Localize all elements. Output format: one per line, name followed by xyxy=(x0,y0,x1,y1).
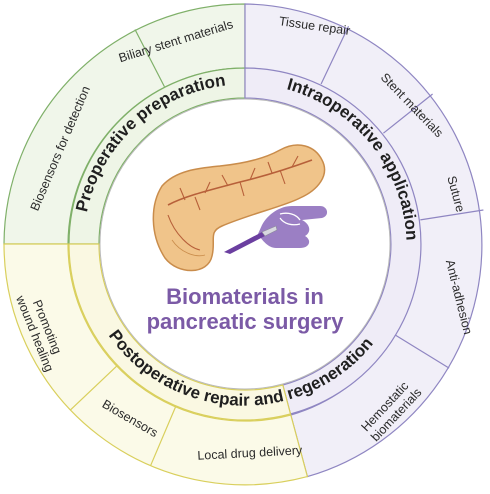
pancreas-icon xyxy=(152,144,326,272)
gloved-hand-icon xyxy=(258,206,328,248)
outer-dividers xyxy=(69,26,484,467)
divider xyxy=(320,26,350,85)
inner-ring-postoperative xyxy=(68,243,292,421)
divider xyxy=(394,334,450,369)
divider xyxy=(383,93,433,134)
divider xyxy=(69,365,118,411)
center-title: Biomaterials in pancreatic surgery xyxy=(147,284,345,334)
center-title-line-2: pancreatic surgery xyxy=(147,309,345,334)
outer-label-local-drug-delivery: Local drug delivery xyxy=(197,443,303,463)
center-title-line-1: Biomaterials in xyxy=(166,284,324,309)
divider xyxy=(134,29,165,87)
divider xyxy=(420,209,484,221)
outer-ring-postoperative xyxy=(3,243,309,486)
divider xyxy=(149,406,177,467)
scalpel-icon xyxy=(224,225,278,254)
